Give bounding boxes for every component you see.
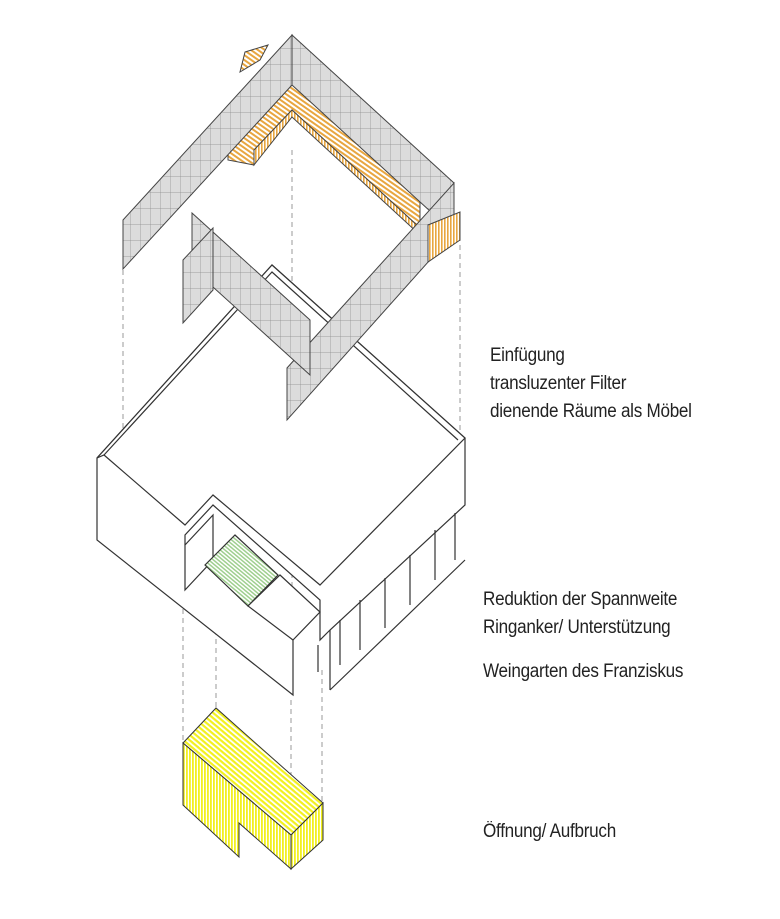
annotation-opening: Öffnung/ Aufbruch — [483, 818, 616, 846]
annotation-line: Ringanker/ Unterstützung — [483, 617, 671, 638]
annotation-line: Weingarten des Franziskus — [483, 661, 684, 682]
annotation-line: Einfügung — [490, 345, 565, 366]
filter-walls — [122, 33, 461, 422]
annotation-line: transluzenter Filter — [490, 373, 627, 394]
opening-volume — [182, 707, 324, 871]
building-structure — [96, 264, 466, 697]
annotation-garden: Weingarten des Franziskus — [483, 658, 683, 686]
annotation-structure: Reduktion der Spannweite Ringanker/ Unte… — [483, 586, 677, 642]
annotation-line: Öffnung/ Aufbruch — [483, 821, 616, 842]
annotation-line: dienende Räume als Möbel — [490, 401, 692, 422]
annotation-line: Reduktion der Spannweite — [483, 589, 678, 610]
annotation-filter: Einfügung transluzenter Filter dienende … — [490, 342, 692, 426]
